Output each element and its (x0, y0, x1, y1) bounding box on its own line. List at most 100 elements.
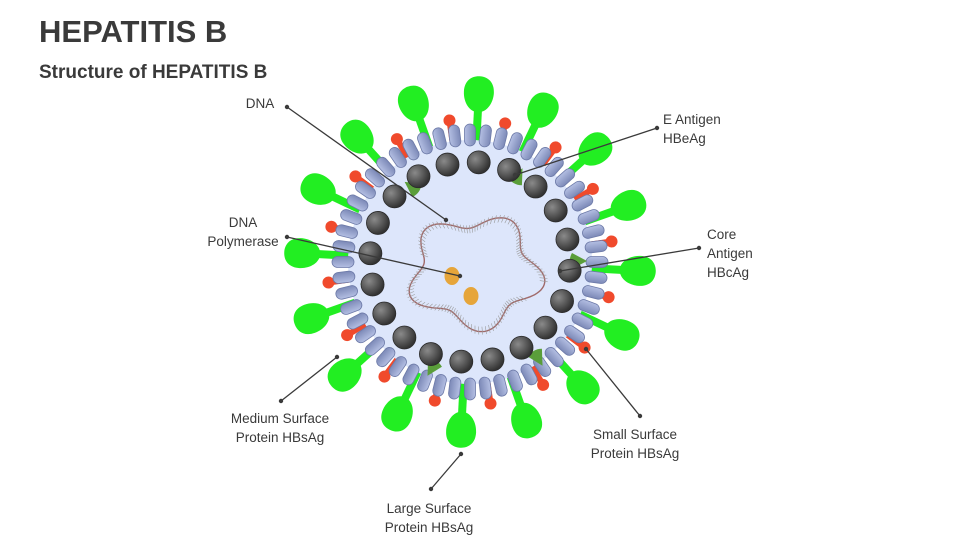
dna-base-tick (507, 217, 513, 225)
dna-base-tick (464, 319, 467, 328)
dna-base-tick (516, 250, 525, 255)
label-line: Core (707, 227, 737, 242)
label-line: Protein HBsAg (590, 446, 680, 461)
dna-base-tick (493, 215, 497, 224)
label-line: Protein HBsAg (384, 520, 474, 535)
dna-base-tick (480, 220, 482, 229)
dna-base-tick (411, 276, 420, 278)
dna-base-tick (428, 223, 435, 230)
dna-base-tick (420, 230, 427, 236)
leader-dot (284, 104, 290, 110)
core-antigen (358, 241, 383, 266)
dna-base-tick (499, 312, 504, 320)
leader-dot (284, 234, 290, 240)
dna-base-tick (418, 302, 426, 308)
envelope-segment (584, 270, 608, 284)
leader-line (585, 348, 641, 417)
dna-base-tick (418, 243, 426, 249)
dna-base-tick (432, 222, 438, 229)
dna-base-tick (508, 299, 515, 306)
envelope-segment (402, 363, 420, 386)
leader-dot (334, 354, 340, 360)
core-antigen (419, 342, 443, 366)
dna-base-tick (506, 300, 513, 308)
dna-base-tick (458, 314, 462, 323)
envelope-segment (582, 224, 605, 239)
dna-base-tick (515, 231, 522, 238)
dna-base-tick (459, 224, 463, 233)
dna-base-tick (461, 317, 464, 326)
dna-polymerase-group (444, 267, 479, 305)
dna-base-tick (516, 296, 523, 302)
dna-base-tick (526, 261, 535, 264)
dna-base-tick (500, 309, 506, 317)
dna-base-tick (504, 302, 511, 310)
label-line: E Antigen (663, 112, 721, 127)
envelope-segment (555, 168, 576, 188)
leader-lines (278, 104, 702, 492)
envelope-segment (478, 124, 492, 148)
label-line: Large Surface (386, 501, 472, 516)
dna-base-tick (516, 235, 523, 242)
label-line: DNA (245, 96, 275, 111)
dna-base-tick (447, 305, 452, 313)
dna-base-tick (409, 296, 417, 301)
leader-dot (457, 273, 463, 279)
dna-base-tick (539, 277, 548, 279)
dna-base-tick (456, 312, 460, 321)
dna-base-tick (481, 326, 483, 335)
envelope-segment (388, 147, 407, 168)
dna-base-tick (430, 303, 437, 311)
dna-base-tick (501, 215, 505, 223)
core-antigen (372, 301, 397, 326)
page-title: HEPATITIS B (39, 14, 228, 49)
envelope-segment (346, 312, 369, 330)
dna-base-tick (519, 295, 527, 301)
envelope-segment (448, 376, 462, 400)
dna-base-tick (503, 304, 509, 312)
envelope-segment (520, 138, 538, 161)
label-line: Medium Surface (230, 411, 330, 426)
envelope-segment (577, 209, 600, 225)
envelope-segment (564, 180, 585, 199)
dna-base-tick (422, 302, 429, 309)
dna-base-tick (426, 303, 433, 310)
dna-base-tick (419, 233, 426, 239)
label-line: Protein HBsAg (235, 430, 325, 445)
dna-base-tick (420, 253, 429, 258)
envelope-segment (376, 156, 396, 177)
leader-line (286, 106, 447, 221)
envelope-segment (376, 347, 396, 368)
envelope-segment (332, 240, 356, 254)
dna-base-tick (440, 221, 446, 229)
envelope-segment (582, 285, 605, 300)
dna-base-tick (523, 258, 532, 262)
dna-base-tick (454, 310, 458, 318)
leader-dot (278, 398, 284, 404)
core-antigen (435, 152, 460, 177)
dna-base-tick (452, 308, 456, 316)
dna-base-tick (441, 304, 447, 312)
leader-dot (443, 217, 449, 223)
dna-base-tick (491, 323, 494, 332)
label-line: Polymerase (207, 234, 279, 249)
leader-line (286, 236, 461, 277)
core-antigen (406, 164, 431, 189)
envelope-segment (364, 336, 385, 356)
dna-polymerase (444, 267, 460, 285)
leader-dot (696, 245, 702, 251)
dna-base-tick (434, 304, 441, 311)
dna-base-tick (406, 285, 415, 288)
label-line: HBeAg (663, 131, 706, 146)
envelope-segment (331, 256, 355, 268)
dna-base-tick (516, 242, 523, 248)
core-antigen (392, 325, 417, 350)
envelope-segment (335, 224, 358, 239)
dna-base-tick (519, 254, 527, 259)
dna-base-tick (422, 227, 429, 234)
label-dna: DNA (240, 94, 280, 113)
leader-dot (637, 413, 643, 419)
